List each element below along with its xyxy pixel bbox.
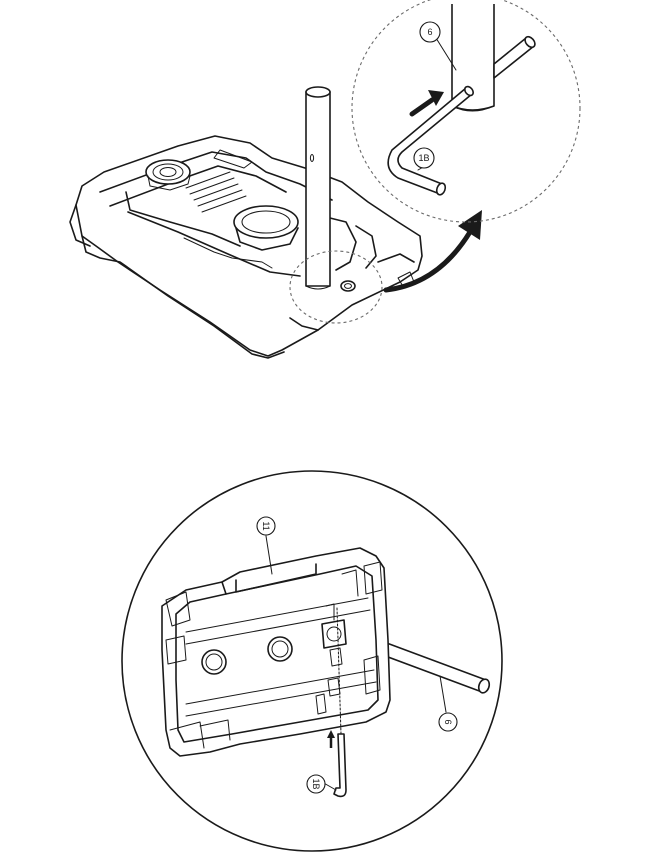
arrow-up-icon: [327, 730, 335, 748]
base-underside: [161, 547, 391, 757]
pole: [305, 86, 331, 290]
callout-bottom-pole-label: 6: [443, 719, 453, 724]
callout-pole: 6: [419, 21, 457, 71]
base-skirt: [81, 235, 285, 359]
callout-bottom-pin-label: 1B: [311, 778, 321, 789]
bottom-rod: [379, 641, 491, 694]
callout-pin-label: 1B: [418, 153, 429, 163]
callout-pin: 1B: [413, 147, 435, 171]
callout-bottom-pole: 6: [438, 675, 458, 732]
top-view: 6 1B: [69, 0, 581, 359]
pin-hole: [340, 280, 356, 292]
detail-source-circle: [289, 250, 383, 324]
bottom-view-circle: [121, 470, 503, 852]
vent-slots: [185, 171, 247, 213]
bottom-l-pin: [333, 607, 347, 798]
curved-arrow-icon: [383, 210, 482, 293]
detail-magnified-view: 6 1B: [351, 0, 581, 223]
bottom-view: 11 6 1B: [121, 470, 503, 852]
fill-hole: [233, 205, 299, 251]
arrow-right-icon: [409, 90, 444, 117]
callout-pole-label: 6: [427, 27, 432, 37]
callout-bottom-base: 11: [256, 516, 276, 575]
callout-bottom-base-label: 11: [261, 521, 271, 530]
callout-bottom-pin: 1B: [306, 774, 337, 794]
base-cap: [145, 159, 191, 191]
